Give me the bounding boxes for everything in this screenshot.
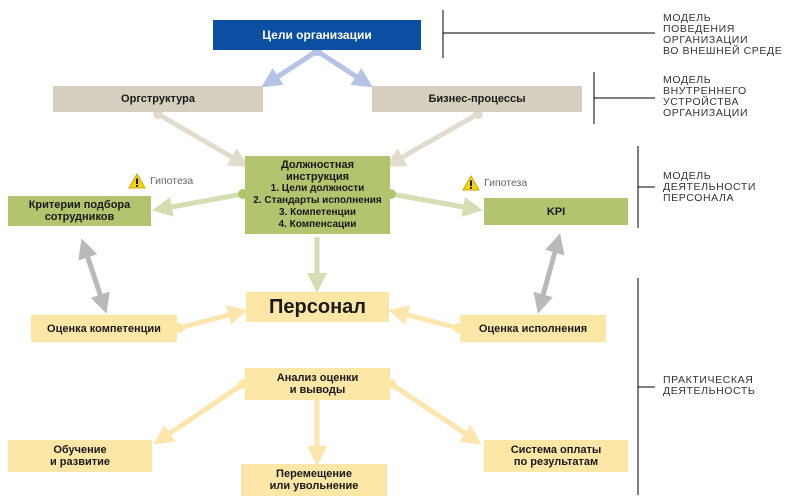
label-line: МОДЕЛЬ xyxy=(663,12,712,24)
transfer-node: Перемещение или увольнение xyxy=(241,464,387,496)
label-line: УСТРОЙСТВА xyxy=(663,96,740,108)
analysis-line-1: Анализ оценки xyxy=(276,372,359,384)
goals-node: Цели организации xyxy=(213,20,421,50)
label-line: ВО ВНЕШНЕЙ СРЕДЕ xyxy=(663,45,783,57)
label-line: ВНУТРЕННЕГО xyxy=(663,85,747,97)
analysis-node: Анализ оценки и выводы xyxy=(245,368,390,400)
competence-assessment-node: Оценка компетенции xyxy=(31,315,177,342)
label-line: ДЕЯТЕЛЬНОСТЬ xyxy=(663,385,756,397)
job-instruction-node: Должностная инструкция 1. Цели должности… xyxy=(245,156,390,234)
label-line: ОРГАНИЗАЦИИ xyxy=(663,34,749,46)
transfer-line-2: или увольнение xyxy=(269,480,359,492)
performance-assessment-node: Оценка исполнения xyxy=(460,315,606,342)
analysis-line-2: и выводы xyxy=(289,384,346,396)
bracket-practice xyxy=(637,278,655,495)
business-processes-node: Бизнес-процессы xyxy=(372,86,582,112)
training-line-2: и развитие xyxy=(49,456,111,468)
job-instruction-title-1: Должностная xyxy=(280,159,355,171)
arrow-orgstructure-to-instruction xyxy=(156,111,249,168)
label-line: МОДЕЛЬ xyxy=(663,170,712,182)
label-line: ПОВЕДЕНИЯ xyxy=(663,23,735,35)
training-node: Обучение и развитие xyxy=(8,440,152,472)
arrow-instruction-to-kpi xyxy=(390,191,483,217)
label-line: ОРГАНИЗАЦИИ xyxy=(663,107,749,119)
orgstructure-label: Оргструктура xyxy=(121,93,195,105)
orgstructure-node: Оргструктура xyxy=(53,86,263,112)
arrow-goals-to-orgstructure xyxy=(261,48,319,88)
hypothesis-marker-right: Гипотеза xyxy=(462,175,527,191)
warning-icon xyxy=(128,173,146,189)
label-line: ПЕРСОНАЛА xyxy=(663,192,735,204)
arrow-criteria-competence xyxy=(78,238,110,314)
arrow-kpi-performance xyxy=(533,233,565,314)
bracket-external xyxy=(442,10,655,58)
arrow-competence-to-personnel xyxy=(178,305,248,331)
training-line-1: Обучение xyxy=(53,444,107,456)
job-instruction-title-2: инструкция xyxy=(285,171,350,183)
label-personnel-activity-model: МОДЕЛЬ ДЕЯТЕЛЬНОСТИ ПЕРСОНАЛА xyxy=(663,171,756,204)
arrow-processes-to-instruction xyxy=(385,111,480,167)
job-instruction-item: 4. Компенсации xyxy=(278,219,357,230)
hypothesis-label: Гипотеза xyxy=(484,177,528,189)
job-instruction-item: 3. Компетенции xyxy=(278,207,356,218)
competence-assessment-label: Оценка компетенции xyxy=(47,322,161,335)
performance-assessment-label: Оценка исполнения xyxy=(478,322,588,335)
job-instruction-item: 1. Цели должности xyxy=(270,183,365,194)
personnel-label: Персонал xyxy=(269,296,366,318)
arrow-goals-to-business-processes xyxy=(315,48,373,88)
business-processes-label: Бизнес-процессы xyxy=(428,93,526,105)
goals-label: Цели организации xyxy=(262,28,372,42)
label-external-behavior-model: МОДЕЛЬ ПОВЕДЕНИЯ ОРГАНИЗАЦИИ ВО ВНЕШНЕЙ … xyxy=(663,13,782,57)
selection-criteria-line-2: сотрудников xyxy=(44,211,115,223)
personnel-node: Персонал xyxy=(246,292,389,322)
payment-system-line-1: Система оплаты xyxy=(510,444,602,456)
selection-criteria-line-1: Критерии подбора xyxy=(28,199,131,211)
hypothesis-marker-left: Гипотеза xyxy=(128,173,193,189)
arrow-analysis-to-payment xyxy=(389,381,482,445)
selection-criteria-node: Критерии подбора сотрудников xyxy=(8,196,151,226)
arrow-performance-to-personnel xyxy=(388,305,459,331)
arrow-analysis-to-training xyxy=(153,381,245,445)
hypothesis-label: Гипотеза xyxy=(150,175,194,187)
warning-icon xyxy=(462,175,480,191)
label-line: ДЕЯТЕЛЬНОСТИ xyxy=(663,181,757,193)
kpi-node: KPI xyxy=(484,198,628,225)
transfer-line-1: Перемещение xyxy=(276,468,352,480)
label-line: МОДЕЛЬ xyxy=(663,74,712,86)
job-instruction-item: 2. Стандарты исполнения xyxy=(253,195,382,206)
label-practical-activity: ПРАКТИЧЕСКАЯ ДЕЯТЕЛЬНОСТЬ xyxy=(663,375,755,397)
label-internal-structure-model: МОДЕЛЬ ВНУТРЕННЕГО УСТРОЙСТВА ОРГАНИЗАЦИ… xyxy=(663,75,748,119)
bracket-personnel-activity xyxy=(637,146,655,228)
payment-system-node: Система оплаты по результатам xyxy=(484,440,628,472)
label-line: ПРАКТИЧЕСКАЯ xyxy=(663,374,754,386)
arrow-instruction-to-criteria xyxy=(152,191,244,217)
payment-system-line-2: по результатам xyxy=(513,456,599,468)
bracket-internal xyxy=(593,72,655,124)
kpi-label: KPI xyxy=(546,205,566,218)
